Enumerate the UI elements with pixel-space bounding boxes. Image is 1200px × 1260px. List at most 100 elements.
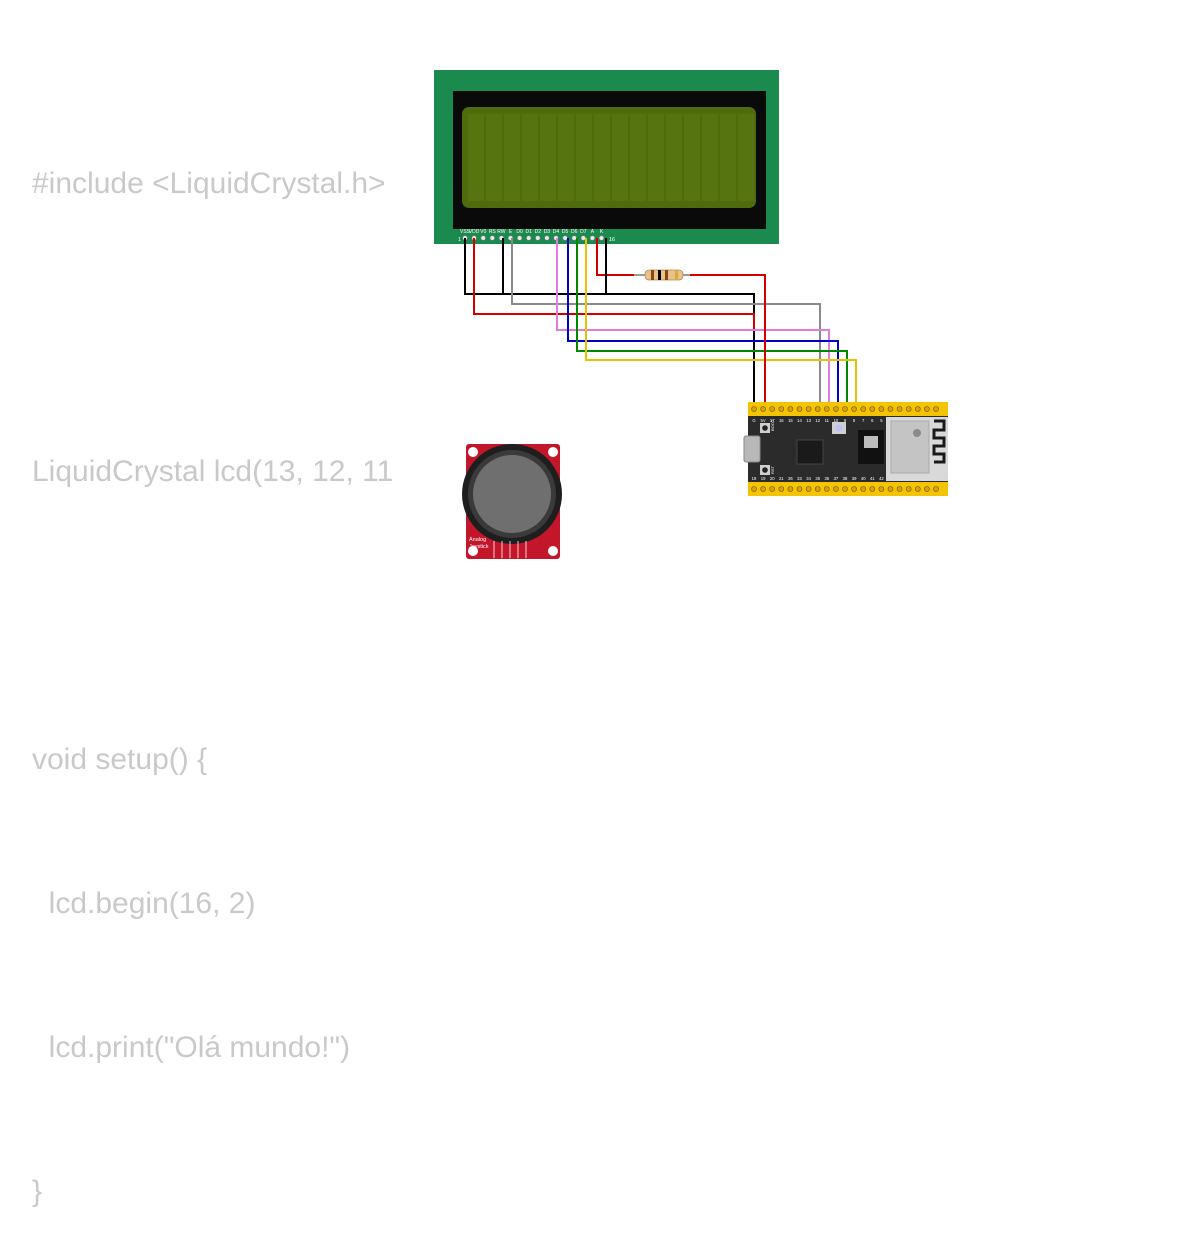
lcd-pin[interactable] xyxy=(516,235,523,241)
analog-joystick[interactable]: Analog Joystick xyxy=(462,444,562,568)
esp32-pin[interactable] xyxy=(769,486,776,492)
esp32-pin[interactable] xyxy=(842,406,848,412)
joystick-pin-1[interactable] xyxy=(491,562,497,568)
esp32-pin-label: 21 xyxy=(779,476,784,481)
esp32-pin[interactable] xyxy=(760,486,766,492)
resistor-band-2 xyxy=(658,270,661,280)
lcd-pin[interactable] xyxy=(580,235,586,241)
esp32-pin[interactable] xyxy=(833,486,839,492)
lcd-cell-column xyxy=(738,114,754,201)
esp32-pin[interactable] xyxy=(778,406,785,412)
lcd-cell-column xyxy=(666,114,682,201)
lcd-pin[interactable] xyxy=(589,235,596,241)
esp32-pin[interactable] xyxy=(823,406,830,412)
esp32-pin[interactable] xyxy=(896,406,903,412)
esp32-pin-label: 18 xyxy=(752,476,757,481)
lcd-pin[interactable] xyxy=(544,235,550,241)
wire-resistor-5v[interactable] xyxy=(690,274,766,404)
esp32-pin[interactable] xyxy=(778,486,785,492)
esp32-pin[interactable] xyxy=(869,406,876,412)
esp32-pin[interactable] xyxy=(805,406,812,412)
esp32-pin[interactable] xyxy=(751,406,757,412)
esp32-pin[interactable] xyxy=(833,406,839,412)
esp32-pin[interactable] xyxy=(860,406,867,412)
esp32-pin[interactable] xyxy=(796,406,803,412)
esp32-pin[interactable] xyxy=(823,486,830,492)
esp32-pin[interactable] xyxy=(933,486,939,492)
esp32-pin[interactable] xyxy=(787,406,794,412)
lcd-pins xyxy=(462,235,605,241)
esp32-pin[interactable] xyxy=(796,486,803,492)
lcd-pin[interactable] xyxy=(598,235,605,241)
wire-d7[interactable] xyxy=(585,238,857,404)
esp32-pin[interactable] xyxy=(887,486,894,492)
esp32-pin[interactable] xyxy=(914,406,921,412)
esp32-pin[interactable] xyxy=(805,486,812,492)
lcd-cell-column xyxy=(486,114,502,201)
wire-anode-resistor[interactable] xyxy=(596,238,640,276)
esp32-pin[interactable] xyxy=(851,406,857,412)
code-line-6: lcd.begin(16, 2) xyxy=(32,887,256,920)
esp32-board[interactable]: G5V171615141312111098765432103V3 1819202… xyxy=(743,402,948,496)
resistor[interactable] xyxy=(634,269,690,281)
esp32-pin[interactable] xyxy=(878,406,885,412)
joystick-pin-2[interactable] xyxy=(499,562,505,568)
esp32-pin[interactable] xyxy=(933,406,939,412)
esp32-pin[interactable] xyxy=(914,486,921,492)
joystick-knob[interactable] xyxy=(473,455,551,533)
esp32-pin-label: 42 xyxy=(879,476,884,481)
wire-d6[interactable] xyxy=(576,238,848,404)
esp32-pin[interactable] xyxy=(905,406,912,412)
esp32-pin[interactable] xyxy=(851,486,857,492)
esp32-pin[interactable] xyxy=(869,486,876,492)
esp32-pin[interactable] xyxy=(924,486,930,492)
esp32-pin[interactable] xyxy=(842,486,848,492)
esp32-pin[interactable] xyxy=(760,406,766,412)
lcd-pin[interactable] xyxy=(562,235,568,241)
joystick-pin-5[interactable] xyxy=(523,562,529,568)
esp32-pin[interactable] xyxy=(887,406,894,412)
esp32-pin[interactable] xyxy=(769,406,776,412)
lcd-pin[interactable] xyxy=(526,235,532,241)
lcd-pin[interactable] xyxy=(489,235,495,241)
esp32-pin-label: 39 xyxy=(852,476,857,481)
esp32-pin[interactable] xyxy=(814,486,821,492)
wire-e[interactable] xyxy=(511,238,821,404)
joystick-pin-4[interactable] xyxy=(515,562,521,568)
esp32-pin[interactable] xyxy=(787,486,794,492)
lcd-pin-label: D0 xyxy=(516,229,523,235)
joystick-label-line1: Analog xyxy=(469,537,486,543)
wire-vdd-5v[interactable] xyxy=(473,238,766,404)
wire-d4[interactable] xyxy=(556,238,830,404)
esp32-pin[interactable] xyxy=(860,486,867,492)
esp32-pin[interactable] xyxy=(924,406,930,412)
esp32-pin-label: 33 xyxy=(797,476,802,481)
antenna-trace-icon xyxy=(932,419,946,464)
lcd-pin[interactable] xyxy=(571,235,577,241)
lcd-cell-column xyxy=(576,114,592,201)
code-line-7: lcd.print("Olá mundo!") xyxy=(32,1031,351,1064)
esp32-pin-label: 5 xyxy=(880,418,883,423)
lcd-character-grid xyxy=(468,114,754,201)
esp32-pin-label: 15 xyxy=(788,418,793,423)
esp32-pin[interactable] xyxy=(878,486,885,492)
wire-d5[interactable] xyxy=(567,238,839,404)
esp32-pin-label: 6 xyxy=(871,418,874,423)
joystick-pin-3[interactable] xyxy=(507,562,513,568)
lcd-pin-label: VDD xyxy=(469,229,480,235)
esp32-pin[interactable] xyxy=(896,486,903,492)
resistor-band-1 xyxy=(651,270,654,280)
esp32-pin[interactable] xyxy=(905,486,912,492)
esp32-pin-label: 34 xyxy=(806,476,811,481)
lcd-cell-column xyxy=(504,114,520,201)
lcd-pin-label: RW xyxy=(497,229,506,235)
esp32-pin[interactable] xyxy=(814,406,821,412)
lcd-pin[interactable] xyxy=(480,235,486,241)
usb-serial-chip xyxy=(796,439,824,465)
esp32-pin[interactable] xyxy=(751,486,757,492)
lcd-pin[interactable] xyxy=(535,235,541,241)
wire-vss-gnd[interactable] xyxy=(464,238,755,404)
